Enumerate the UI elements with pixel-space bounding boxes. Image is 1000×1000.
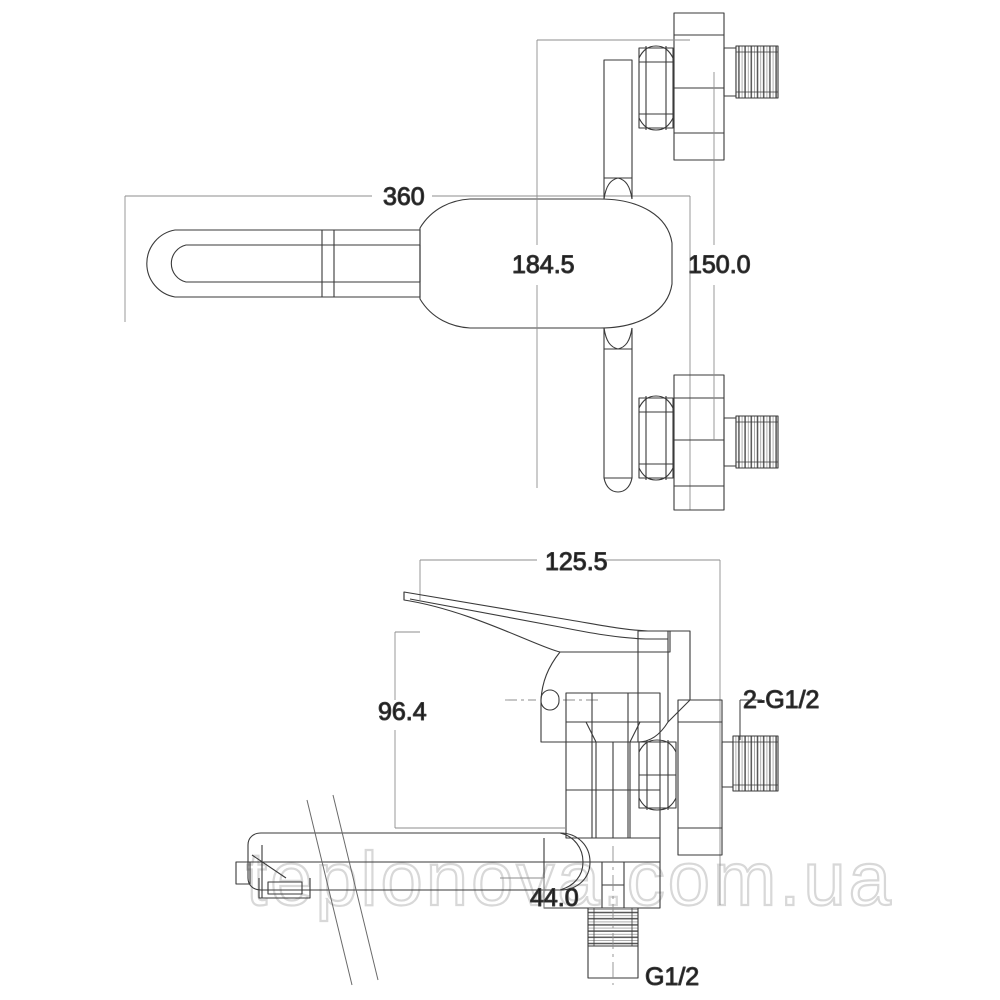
riser-upper bbox=[603, 59, 633, 200]
flange-front-plate bbox=[677, 699, 723, 856]
hex-nut-lower bbox=[638, 395, 674, 481]
hex-nut-upper bbox=[638, 45, 674, 131]
dim-125-5-group bbox=[419, 559, 721, 905]
riser-upper-outline bbox=[603, 59, 633, 199]
thread-upper bbox=[735, 45, 779, 99]
watermark-text: teplonova.com.ua bbox=[246, 837, 894, 922]
spout-aerator bbox=[235, 845, 311, 899]
handle-hub-right-face bbox=[667, 630, 691, 723]
spout-outer bbox=[146, 229, 421, 298]
hex-nut-front-body bbox=[638, 741, 677, 809]
top-view: 360 bbox=[124, 12, 779, 511]
hex-nut-lower-bot-chamfer bbox=[638, 467, 674, 481]
break-line-2 bbox=[332, 794, 379, 981]
dim-360-label: 360 bbox=[383, 183, 425, 211]
dim-96-4-label: 96.4 bbox=[378, 698, 427, 726]
collar-upper-body bbox=[723, 47, 737, 97]
collar-lower-body bbox=[723, 417, 737, 467]
break-line-1 bbox=[306, 799, 353, 986]
inlet-connector-lower bbox=[638, 374, 779, 511]
flange-lower bbox=[673, 374, 725, 511]
callout-2-g12-group bbox=[739, 699, 762, 740]
watermark: teplonova.com.ua bbox=[245, 836, 894, 923]
callout-2-g12-label: 2-G1/2 bbox=[743, 686, 819, 714]
thread-lower-hatch bbox=[735, 415, 779, 469]
inlet-connector-front bbox=[677, 699, 779, 856]
handle-pivot bbox=[505, 689, 600, 711]
dim-184-5-label: 184.5 bbox=[512, 251, 575, 279]
front-view: 125.5 bbox=[235, 547, 820, 992]
thread-upper-hatch bbox=[735, 45, 779, 99]
dim-150-0-label: 150.0 bbox=[688, 251, 751, 279]
hex-nut-upper-top-chamfer bbox=[638, 45, 674, 59]
aerator-chamfer bbox=[251, 854, 287, 879]
riser-lower-fillet-l bbox=[603, 327, 619, 350]
collar-front bbox=[721, 741, 734, 788]
inlet-connector-upper bbox=[638, 12, 779, 161]
pivot-boss bbox=[540, 689, 560, 711]
handle-hub bbox=[505, 630, 691, 743]
hex-nut-front bbox=[638, 739, 677, 811]
thread-front-hatch bbox=[732, 735, 779, 792]
dim-96-4-group bbox=[394, 631, 566, 829]
lever-outline bbox=[403, 591, 671, 653]
collar-lower bbox=[723, 417, 737, 467]
hex-nut-front-top-chamfer bbox=[638, 739, 677, 753]
riser-upper-fillet-r bbox=[617, 177, 633, 200]
thread-lower bbox=[735, 415, 779, 469]
hex-nut-front-bot-chamfer bbox=[638, 797, 677, 811]
lever-inner-line bbox=[409, 598, 668, 640]
riser-lower bbox=[603, 327, 633, 493]
dim-360-group bbox=[124, 195, 691, 510]
riser-lower-endcap-r bbox=[617, 477, 633, 493]
callout-g12-label: G1/2 bbox=[645, 963, 699, 991]
spout-top bbox=[146, 229, 421, 298]
aerator-body bbox=[235, 861, 251, 885]
dim-125-5-label: 125.5 bbox=[545, 548, 608, 576]
body-front bbox=[565, 692, 661, 839]
dim-44-0-label: 44.0 bbox=[530, 884, 579, 912]
hex-nut-upper-body bbox=[638, 47, 674, 129]
flange-upper bbox=[673, 12, 725, 161]
riser-upper-fillet-l bbox=[603, 177, 619, 200]
lever-handle bbox=[403, 591, 671, 701]
collar-upper bbox=[723, 47, 737, 97]
dim-44-0-group bbox=[500, 877, 545, 908]
flange-lower-plate bbox=[673, 374, 725, 511]
break-lines bbox=[306, 794, 379, 986]
bottom-outlet bbox=[543, 838, 661, 985]
handle-hub-outline bbox=[540, 630, 669, 743]
aerator-collar bbox=[258, 878, 311, 899]
riser-lower-fillet-r bbox=[617, 327, 633, 350]
riser-lower-endcap-l bbox=[603, 477, 619, 493]
hex-nut-lower-top-chamfer bbox=[638, 395, 674, 409]
body-front-trapezoid bbox=[585, 721, 641, 743]
riser-lower-outline bbox=[603, 328, 633, 479]
body-outline bbox=[419, 198, 673, 329]
spout-bore bbox=[170, 244, 421, 283]
aerator-face bbox=[267, 881, 303, 895]
hex-nut-upper-bot-chamfer bbox=[638, 117, 674, 131]
hex-nut-lower-body bbox=[638, 397, 674, 479]
body-top bbox=[419, 198, 673, 329]
